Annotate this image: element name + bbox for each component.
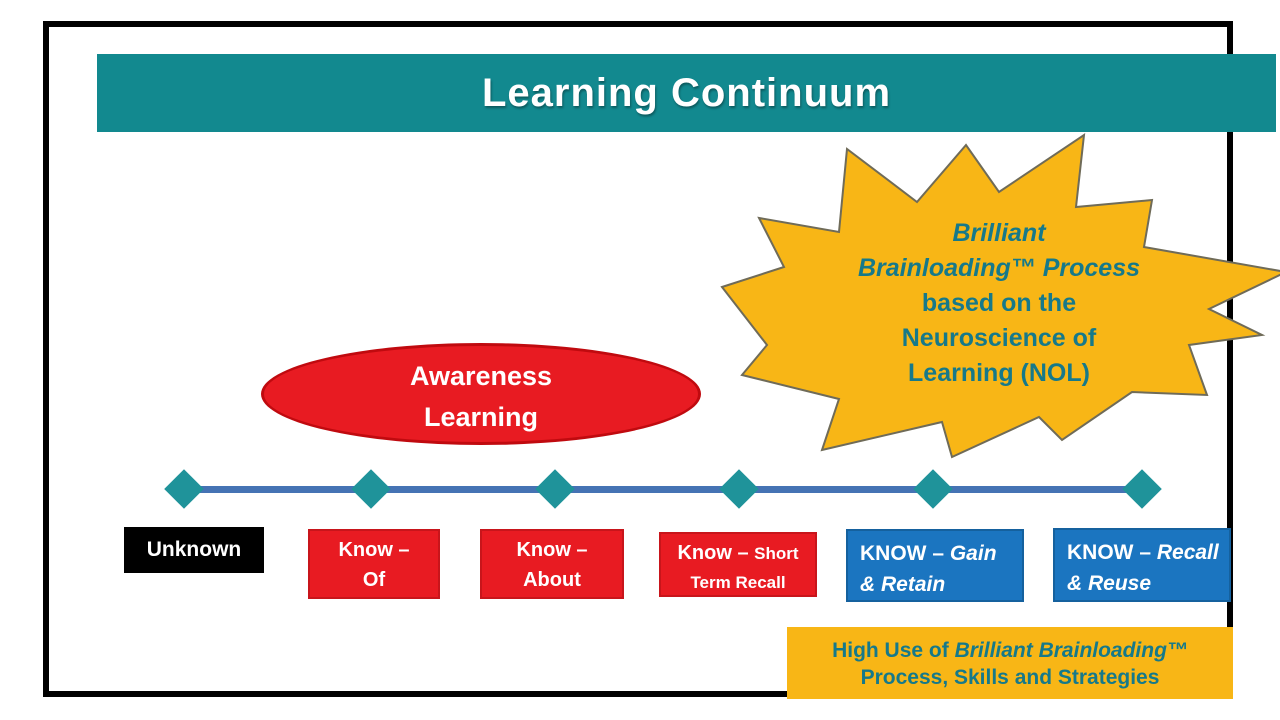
starburst-polygon bbox=[720, 132, 1280, 459]
stage-know-of: Know – Of bbox=[308, 529, 440, 599]
page-title: Learning Continuum bbox=[481, 70, 892, 115]
slide-frame: Learning Continuum Brilliant Brainloadin… bbox=[43, 21, 1280, 699]
awareness-line-1: Awareness bbox=[409, 361, 553, 391]
starburst-line-5: Learning (NOL) bbox=[908, 359, 1090, 387]
starburst-shape bbox=[720, 132, 1280, 459]
timeline-diamond-6 bbox=[1122, 469, 1162, 509]
timeline-diamond-4 bbox=[719, 469, 759, 509]
stage-gain-plain: KNOW – bbox=[860, 542, 950, 565]
stage-know-about: Know – About bbox=[480, 529, 624, 599]
timeline-diamond-5 bbox=[913, 469, 953, 509]
stage-short-big: Know – bbox=[677, 542, 755, 564]
stage-gain-italic-1: Gain bbox=[949, 542, 997, 565]
banner-line-2: Process, Skills and Strategies bbox=[860, 666, 1160, 689]
awareness-line-2: Learning bbox=[423, 402, 538, 432]
stage-know-of-line-2: Of bbox=[362, 569, 386, 591]
starburst-caption: Brilliant Brainloading™ Process based on… bbox=[809, 216, 1189, 391]
stage-unknown-label: Unknown bbox=[146, 538, 242, 561]
stage-know-of-line-1: Know – bbox=[338, 539, 410, 561]
stage-gain-italic-2: & Retain bbox=[860, 573, 946, 596]
stage-recall-plain: KNOW – bbox=[1067, 541, 1157, 564]
starburst-line-4: Neuroscience of bbox=[901, 324, 1097, 352]
banner-italic: Brilliant Brainloading™ bbox=[954, 639, 1188, 662]
banner-prefix: High Use of bbox=[832, 639, 955, 662]
stage-know-recall-reuse: KNOW – Recall & Reuse bbox=[1053, 528, 1231, 602]
stage-know-short-term-recall: Know – Short Term Recall bbox=[659, 532, 817, 597]
stage-unknown: Unknown bbox=[124, 527, 264, 573]
stage-recall-italic-1: Recall bbox=[1156, 541, 1219, 564]
stage-short-small-2: Term Recall bbox=[690, 573, 786, 592]
starburst-line-1: Brilliant bbox=[952, 219, 1046, 247]
title-bar: Learning Continuum bbox=[97, 54, 1276, 132]
stage-know-gain-retain: KNOW – Gain & Retain bbox=[846, 529, 1024, 602]
timeline-diamond-1 bbox=[164, 469, 204, 509]
starburst-line-3: based on the bbox=[921, 289, 1077, 317]
timeline-diamond-2 bbox=[351, 469, 391, 509]
stage-know-about-line-2: About bbox=[523, 569, 581, 591]
stage-recall-italic-2: & Reuse bbox=[1067, 572, 1152, 595]
starburst-line-2: Brainloading™ Process bbox=[857, 254, 1141, 282]
timeline-diamond-3 bbox=[535, 469, 575, 509]
stage-short-small-1: Short bbox=[754, 544, 799, 563]
stage-know-about-line-1: Know – bbox=[516, 539, 588, 561]
awareness-learning-ellipse: Awareness Learning bbox=[261, 343, 701, 445]
high-use-banner: High Use of Brilliant Brainloading™ Proc… bbox=[787, 627, 1233, 699]
timeline-line bbox=[184, 486, 1142, 493]
